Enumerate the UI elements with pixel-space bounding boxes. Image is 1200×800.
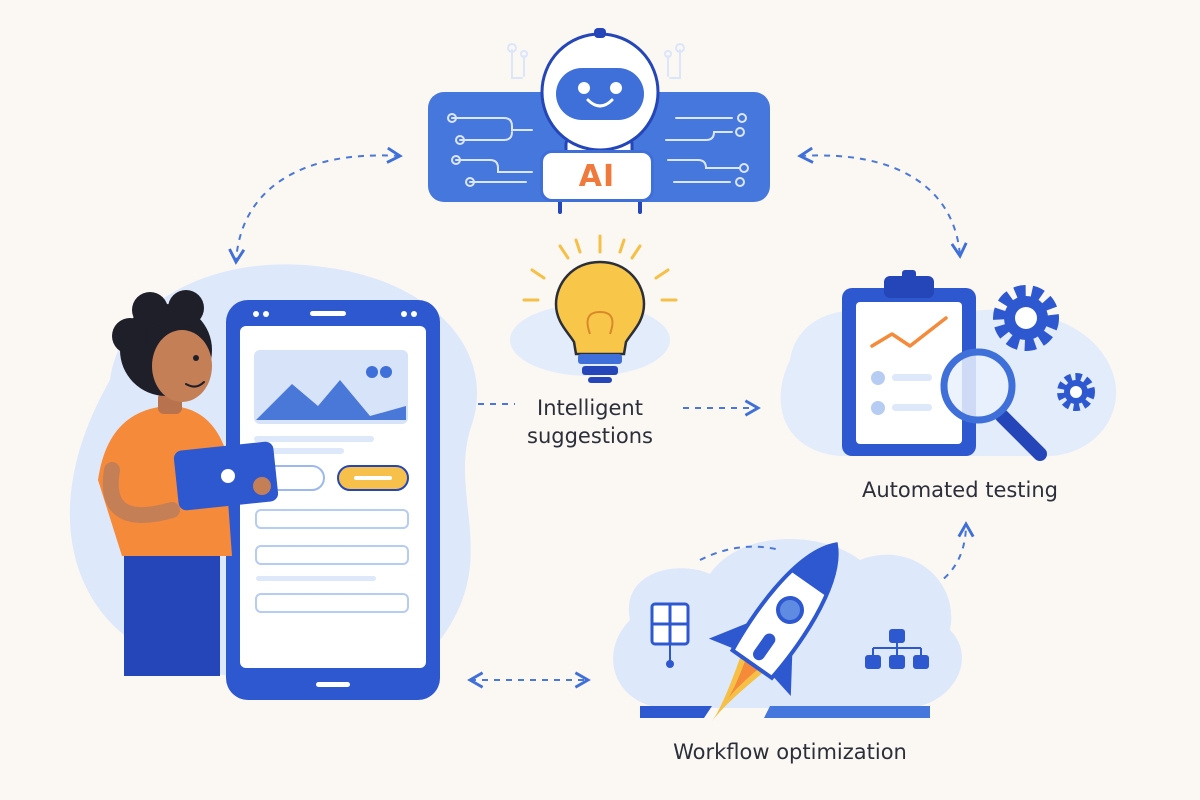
rocket-window (776, 596, 804, 624)
robot-right-eye (610, 82, 622, 94)
gear-icon-small (1057, 373, 1095, 411)
gear-icon-large (993, 285, 1059, 351)
ground-strip-right (764, 706, 930, 718)
rocket-icon (708, 542, 839, 722)
ai-badge: AI (540, 150, 654, 202)
trend-line (870, 316, 948, 348)
workflow-label: Workflow optimization (673, 740, 907, 764)
suggestions-node (510, 234, 678, 383)
app-node (69, 264, 478, 700)
bulb-rays (522, 234, 678, 302)
person-illustration (98, 290, 279, 676)
robot-smile (586, 98, 614, 108)
phone-list-item (255, 593, 409, 613)
person-face (152, 330, 212, 402)
testing-node (780, 270, 1117, 461)
robot-face (556, 68, 644, 120)
arrow-ai-to-phone (228, 146, 403, 265)
suggestions-label-line1: Intelligent (537, 396, 643, 420)
ground-strip-left (640, 706, 712, 718)
bulb-base (578, 354, 622, 364)
flowchart-icon (865, 629, 929, 669)
robot-legs (558, 200, 642, 214)
robot-antenna (594, 28, 606, 38)
suggestions-label: Intelligent suggestions (520, 394, 660, 450)
phone-list-item (255, 545, 409, 565)
ai-badge-text: AI (578, 158, 616, 194)
circuit-lines (447, 43, 749, 187)
arrow-ai-to-testing (797, 146, 968, 259)
mountain-icon (256, 380, 406, 420)
workflow-node (613, 539, 962, 722)
magnifier-icon (940, 348, 1047, 461)
ai-hub (428, 28, 770, 214)
rocket-left-fin (708, 620, 754, 649)
suggestions-label-line2: suggestions (527, 424, 653, 448)
testing-label: Automated testing (861, 478, 1059, 502)
phone-list-item (255, 509, 409, 529)
robot-left-eye (578, 82, 590, 94)
